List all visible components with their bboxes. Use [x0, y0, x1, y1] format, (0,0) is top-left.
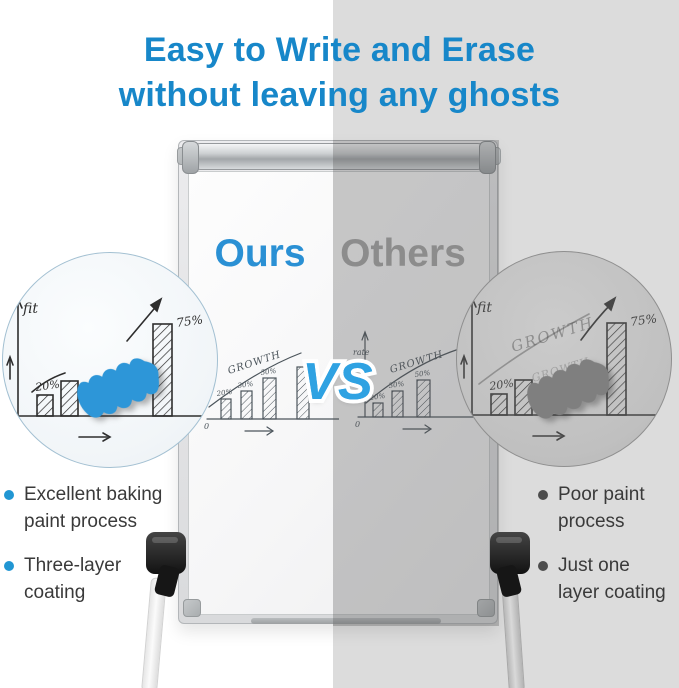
eraser-blue	[77, 358, 159, 418]
eraser-gray	[527, 359, 609, 419]
feature-item: Just one layer coating	[538, 553, 672, 607]
sketch-pct50-label: 50%	[260, 367, 277, 377]
ours-label: Ours	[214, 232, 306, 275]
bullet-dot-dark	[538, 560, 548, 571]
bracket-highlight	[496, 537, 522, 543]
clamp-bar-end-cap	[479, 141, 496, 174]
stand-bracket-right	[488, 530, 532, 598]
feature-item: Poor paint process	[538, 482, 672, 536]
sketch-origin-label: 0	[355, 420, 360, 429]
bullet-dot-dark	[538, 490, 548, 500]
flipchart-clamp-bar	[187, 143, 491, 170]
bullet-dot-blue	[4, 560, 14, 571]
magnifier-ours: fit 20% 75%	[2, 252, 218, 468]
feature-text: Just one layer coating	[558, 554, 666, 603]
stand-bracket-left	[144, 530, 188, 598]
others-label: Others	[340, 232, 466, 275]
ghost-growth-label: GROWTH	[509, 313, 597, 355]
sketch-rate-label: rate	[353, 348, 370, 357]
feature-text: Poor paint process	[558, 484, 645, 532]
sketch-pct20-label: 20%	[34, 378, 61, 394]
board-corner-cap	[183, 599, 201, 617]
clamp-bar-end-cap	[182, 141, 199, 174]
headline-line1: Easy to Write and Erase	[143, 31, 536, 69]
magnifier-others: GROWTH GROWTH fit 20% 75%	[456, 251, 672, 467]
bullet-dot-blue	[4, 490, 14, 500]
sketch-fit-label: fit	[22, 301, 38, 317]
feature-text: Excellent baking paint process	[24, 484, 163, 532]
sketch-pct75-label: 75%	[629, 311, 657, 329]
hand-drawn-chart-left: 0 20% 30% 50% GROWTH	[204, 349, 339, 436]
sketch-pct30-label: 30%	[237, 380, 254, 390]
headline-line2: without leaving any ghosts	[118, 75, 561, 114]
sketch-origin-label: 0	[204, 422, 209, 431]
feature-item: Excellent baking paint process	[4, 482, 176, 536]
sketch-pct20-label: 20%	[488, 377, 515, 393]
features-ours: Excellent baking paint process Three-lay…	[4, 482, 176, 624]
vs-text: VS	[288, 352, 388, 412]
sketch-fit-label: fit	[476, 300, 492, 316]
sketch-pct20-label: 20%	[368, 392, 386, 402]
bracket-highlight	[152, 537, 178, 543]
whiteboard: 0 20% 30% 50% GROWTH	[177, 140, 501, 624]
features-others: Poor paint process Just one layer coatin…	[538, 482, 672, 624]
magnified-chart-others: GROWTH GROWTH fit 20% 75%	[460, 296, 666, 441]
sketch-pct50-label: 50%	[414, 369, 431, 379]
feature-item: Three-layer coating	[4, 553, 176, 607]
feature-text: Three-layer coating	[24, 554, 122, 603]
marker-tray	[251, 618, 441, 624]
vs-outline: VS	[288, 349, 388, 415]
magnified-chart-ours: fit 20% 75%	[6, 297, 212, 442]
hand-drawn-chart-right: rate 0 20% 30% 50% GROWTH	[353, 330, 489, 434]
vs-label: VS VS	[288, 349, 388, 416]
sketch-pct20-label: 20%	[215, 388, 233, 398]
headline: Easy to Write and Erase without leaving …	[0, 28, 679, 118]
board-corner-cap	[477, 599, 495, 617]
sketch-pct75-label: 75%	[175, 312, 203, 330]
sketch-pct30-label: 30%	[388, 380, 405, 390]
